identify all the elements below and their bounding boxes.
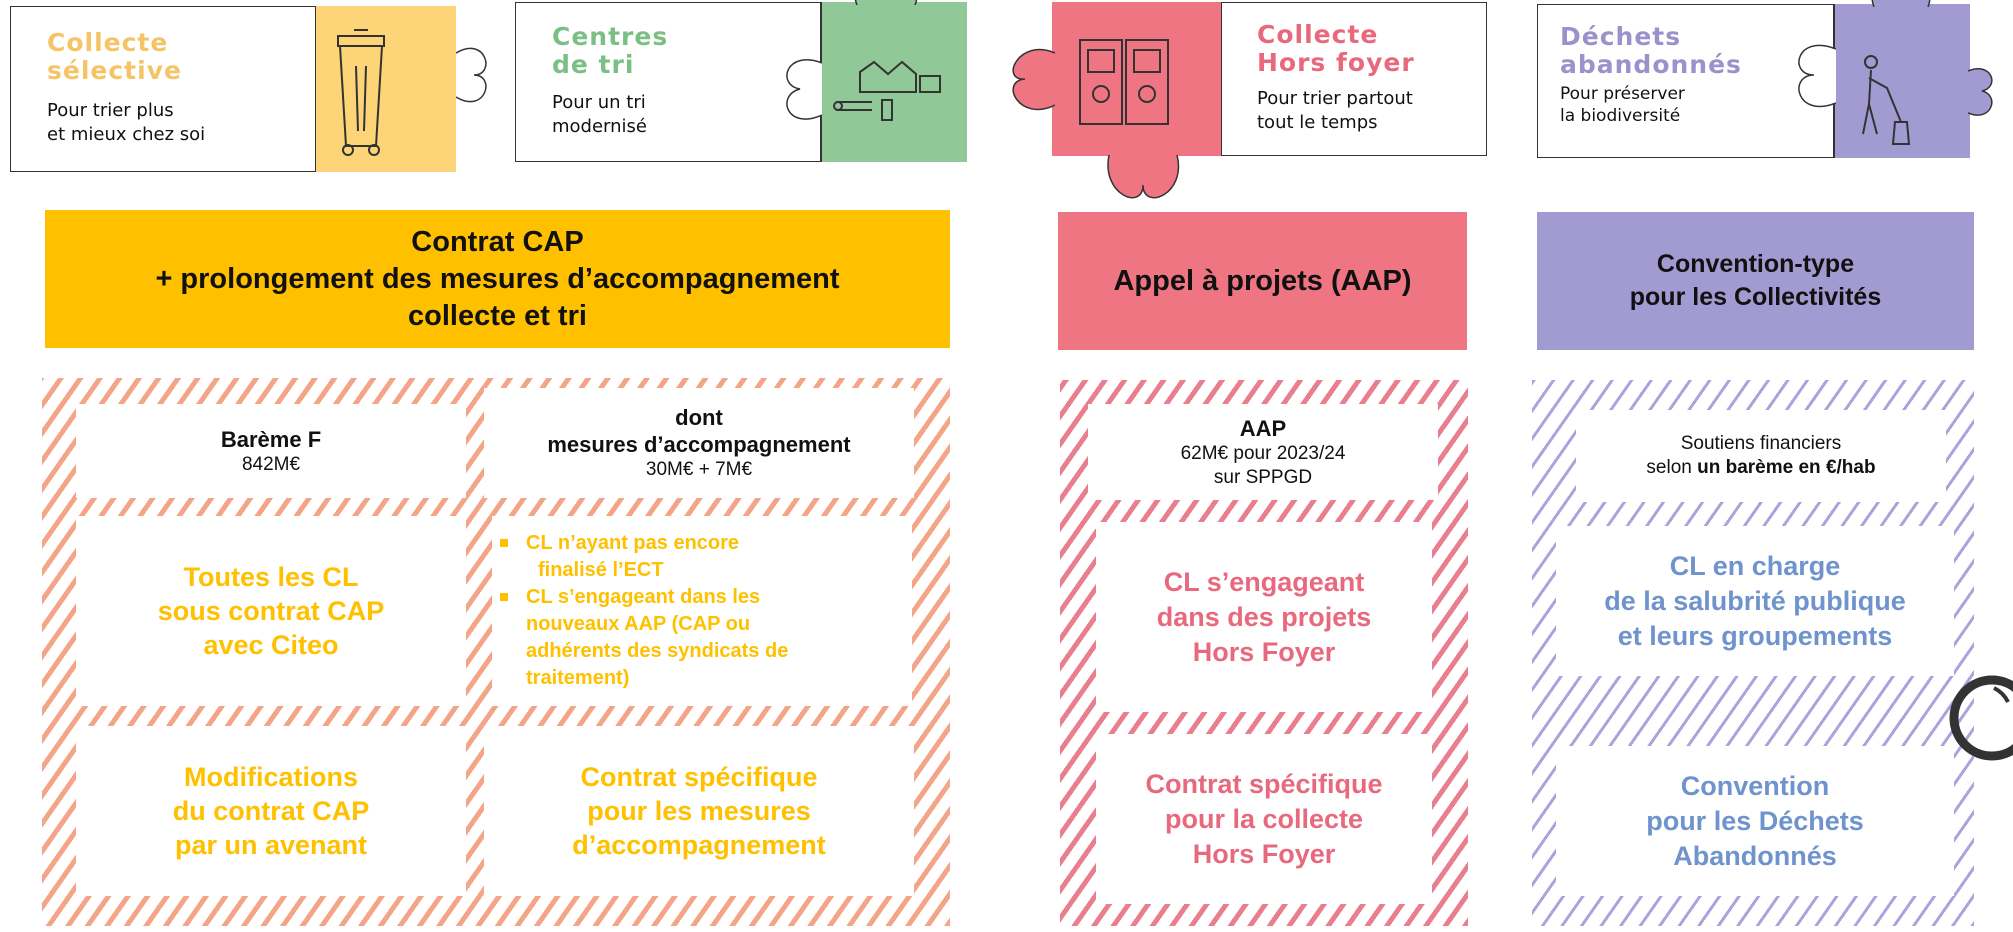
cl-charge-line: et leurs groupements [1617,620,1893,651]
toutes-cl-line: sous contrat CAP [157,596,385,626]
mesures-value: 30M€ + 7M€ [645,459,753,480]
contrat-hors-foyer-line: Contrat spécifique [1145,768,1383,799]
trash-bin-icon [337,29,385,156]
puzzle-card-collecte-selective: Collecte sélective Pour trier plus et mi… [10,6,487,172]
recycling-station-icon [1079,39,1169,125]
toutes-cl-line: Toutes les CL [183,562,359,592]
card-subtitle: Pour un tri modernisé [552,92,647,137]
cl-engageant-line: CL s’engageant [1163,566,1365,597]
card-color-panel [821,2,967,162]
card-color-panel [1834,4,1970,158]
bareme-value: 842M€ [241,453,301,475]
modifications-box: Modifications du contrat CAP par un aven… [76,726,466,896]
cl-criteria-list: CL n’ayant pas encore finalisé l’ECT CL … [492,530,788,692]
puzzle-notch [1798,44,1836,108]
contrat-hors-foyer-line: pour la collecte [1164,803,1364,834]
toutes-cl-line: avec Citeo [203,630,339,660]
puzzle-tab [1968,68,1993,116]
banner-convention-type: Convention-type pour les Collectivités [1537,212,1974,350]
cl-charge-box: CL en charge de la salubrité publique et… [1556,526,1954,676]
mesures-title-dont: dont [675,405,723,430]
puzzle-tab [855,0,917,5]
soutiens-line2: selon un barème en €/hab [1646,456,1875,480]
bareme-f-box: Barème F 842M€ [76,404,466,498]
contrat-specifique-mesures-box: Contrat spécifique pour les mesures d’ac… [484,726,914,896]
mesures-accompagnement-box: dont mesures d’accompagnement 30M€ + 7M€ [484,388,914,498]
card-title: Collecte sélective [47,28,182,85]
card-color-panel [1052,2,1222,156]
puzzle-card-dechets-abandonnes: Déchets abandonnés Pour préserver la bio… [1537,0,1993,158]
convention-line: Abandonnés [1673,840,1837,871]
puzzle-tab [456,47,487,103]
soutiens-line1: Soutiens financiers [1680,433,1842,454]
toutes-cl-box: Toutes les CL sous contrat CAP avec Cite… [76,516,466,706]
soutiens-bold: un barème en €/hab [1697,457,1876,478]
contrat-hors-foyer-box: Contrat spécifique pour la collecte Hors… [1096,734,1432,904]
bareme-title: Barème F [220,426,322,452]
convention-dechets-box: Convention pour les Déchets Abandonnés [1556,746,1954,896]
mesures-title: mesures d’accompagnement [547,432,851,457]
street-sweeper-icon [1862,55,1911,145]
card-subtitle: Pour trier partout tout le temps [1257,88,1413,133]
sorting-factory-icon [833,60,941,121]
cl-engageant-line: dans des projets [1156,601,1372,632]
puzzle-tab [1012,48,1055,111]
puzzle-card-centres-tri: Centres de tri Pour un tri modernisé [515,0,967,162]
bullet-square-icon [500,593,508,601]
puzzle-tab [1107,155,1180,199]
card-subtitle: Pour préserver la biodiversité [1560,84,1685,126]
bullet-item: CL n’ayant pas encore finalisé l’ECT [492,530,788,584]
aap-title: AAP [1239,415,1287,441]
bullet-item: CL s’engageant dans les nouveaux AAP (CA… [492,584,788,692]
card-title: Déchets abandonnés [1560,22,1742,79]
banner-contrat-cap: Contrat CAP + prolongement des mesures d… [45,210,950,348]
card-title: Collecte Hors foyer [1257,20,1415,77]
convention-line: pour les Déchets [1646,805,1864,836]
aap-line1: 62M€ pour 2023/24 [1180,442,1346,464]
card-subtitle: Pour trier plus et mieux chez soi [47,100,206,145]
contrat-specifique-line: Contrat spécifique [580,762,818,792]
contrat-specifique-line: pour les mesures [587,796,811,826]
modifications-line: par un avenant [174,830,368,860]
card-color-panel [315,6,456,172]
cl-engageant-line: Hors Foyer [1192,636,1336,667]
modifications-line: du contrat CAP [172,796,370,826]
contrat-specifique-line: d’accompagnement [572,830,826,860]
convention-line: Convention [1680,770,1830,801]
soutiens-prefix: selon [1646,457,1698,478]
aap-box: AAP 62M€ pour 2023/24 sur SPPGD [1088,404,1438,500]
soutiens-box: Soutiens financiers selon un barème en €… [1576,410,1946,502]
modifications-line: Modifications [184,762,358,792]
cl-charge-line: de la salubrité publique [1604,585,1906,616]
cl-engageant-box: CL s’engageant dans des projets Hors Foy… [1096,522,1432,712]
magnifier-icon [1949,675,2013,761]
puzzle-tab [1871,0,1931,7]
contrat-hors-foyer-line: Hors Foyer [1192,838,1336,869]
bullet-square-icon [500,539,508,547]
puzzle-card-hors-foyer: Collecte Hors foyer Pour trier partout t… [1012,2,1487,199]
puzzle-notch [786,59,822,120]
banner-appel-projets: Appel à projets (AAP) [1058,212,1467,350]
card-title: Centres de tri [552,22,669,79]
cl-charge-line: CL en charge [1669,550,1841,581]
cl-criteria-box: CL n’ayant pas encore finalisé l’ECT CL … [492,516,912,706]
aap-line2: sur SPPGD [1213,466,1313,488]
